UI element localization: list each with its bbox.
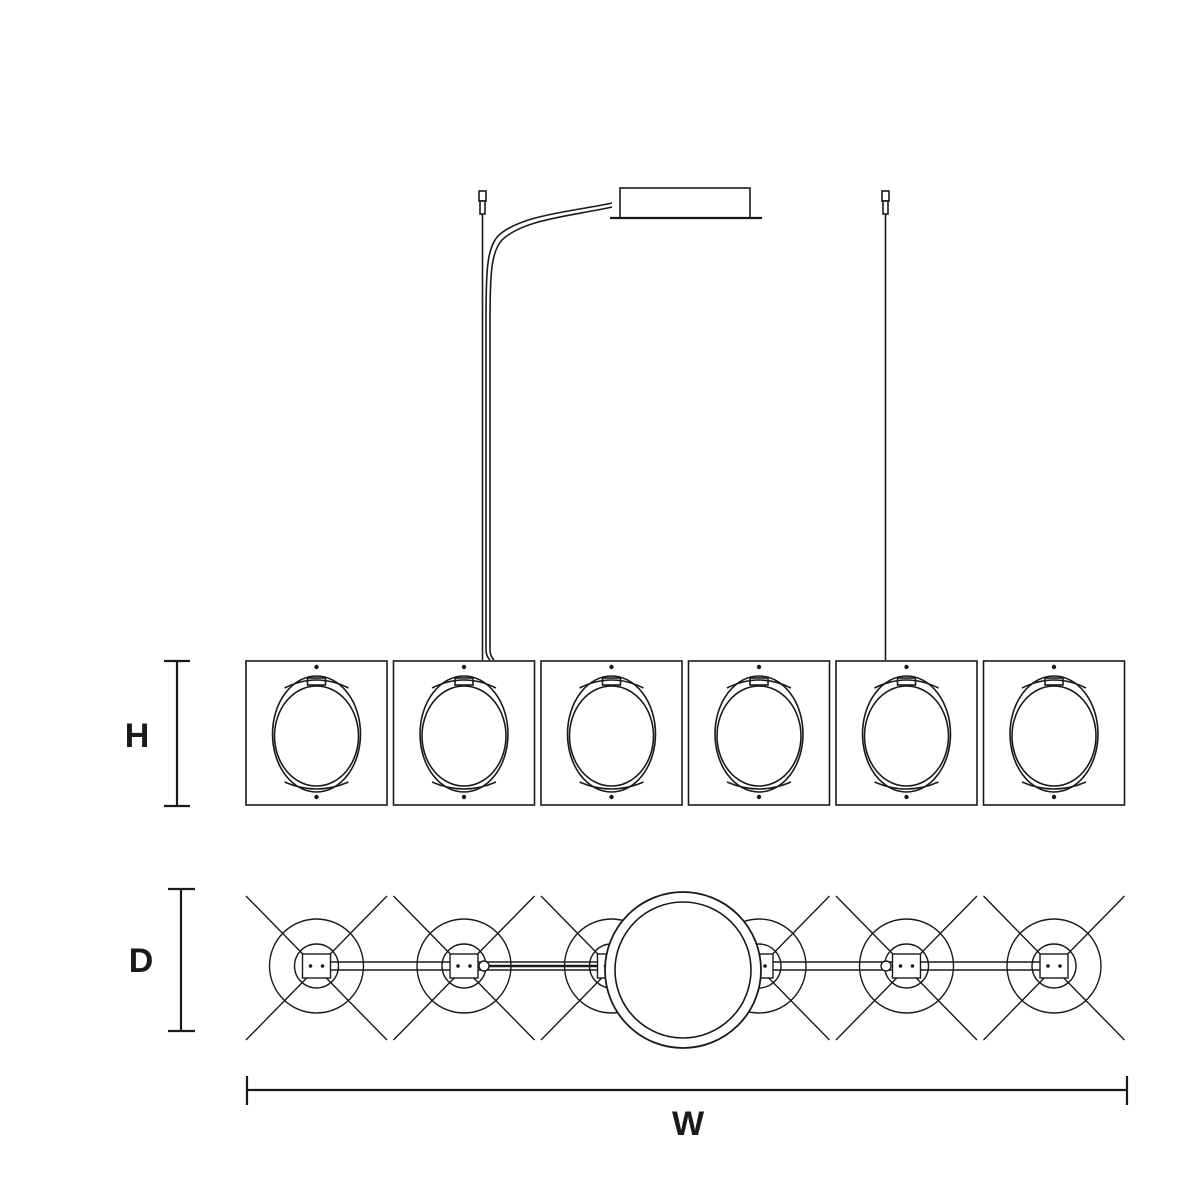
fixing-dot: [904, 664, 909, 670]
shade-outline: [416, 918, 512, 1014]
front-module: [540, 660, 683, 806]
plan-module: [245, 895, 388, 1041]
power-cord: [485, 202, 613, 661]
width-label: W: [672, 1105, 705, 1143]
fixing-dot: [1051, 794, 1057, 800]
module-frame: [982, 660, 1126, 806]
shade-bottom-edge: [431, 781, 497, 790]
depth-label: D: [129, 942, 154, 980]
outer-shade: [714, 675, 804, 793]
module-frame: [245, 660, 388, 806]
hub-screw: [308, 964, 313, 968]
shade-bottom-edge: [579, 781, 644, 790]
fixing-dot: [756, 794, 762, 800]
fixing-dot: [609, 794, 614, 800]
plan-module: [835, 895, 978, 1041]
front-module: [392, 660, 536, 806]
power-cord-inner: [489, 206, 613, 661]
socket: [306, 677, 327, 686]
hub-screw: [456, 964, 460, 968]
canopy-inner-ring: [614, 901, 752, 1039]
front-module: [245, 660, 388, 806]
hub-block: [891, 953, 922, 979]
suspension-assembly: [478, 187, 890, 661]
shade-outline: [268, 918, 365, 1014]
front-elevation: [245, 660, 1126, 806]
outer-shade: [1009, 675, 1099, 793]
hub-screw: [320, 964, 325, 968]
outer-shade: [271, 675, 362, 793]
socket: [749, 677, 769, 686]
shade-top-edge: [874, 679, 939, 689]
glass-globe: [863, 685, 950, 787]
socket: [454, 677, 474, 686]
hub-screw: [763, 964, 767, 968]
fixing-dot: [609, 664, 614, 670]
fixing-dot: [904, 794, 909, 800]
front-module: [835, 660, 978, 806]
fixing-dot: [756, 664, 762, 670]
hub-screw: [898, 964, 903, 968]
shade-bottom-edge: [1021, 781, 1087, 790]
shade-top-edge: [284, 679, 349, 689]
height-dimension: [164, 659, 190, 808]
globe-outline: [293, 943, 340, 989]
module-frame: [392, 660, 536, 806]
width-dimension: [245, 1076, 1129, 1105]
hub-screw: [1058, 964, 1062, 968]
canopy: [619, 187, 751, 219]
glass-globe: [716, 685, 802, 787]
socket: [601, 677, 622, 686]
glass-globe: [1011, 685, 1097, 787]
shade-top-edge: [726, 679, 792, 689]
outer-shade: [861, 675, 952, 793]
module-frame: [687, 660, 831, 806]
shade-outline: [858, 918, 955, 1014]
hub-screw: [468, 964, 472, 968]
plan-module: [392, 895, 536, 1041]
glass-globe: [421, 685, 507, 787]
hub-block: [449, 953, 479, 979]
shade-bottom-edge: [726, 781, 792, 790]
socket: [1044, 677, 1064, 686]
shade-top-edge: [579, 679, 644, 689]
socket: [896, 677, 917, 686]
hub-screw: [910, 964, 915, 968]
module-frame: [835, 660, 978, 806]
fixing-dot: [461, 664, 467, 670]
glass-globe: [273, 685, 360, 787]
left-ceiling-anchor: [478, 190, 487, 226]
globe-outline: [1031, 943, 1077, 989]
shade-top-edge: [431, 679, 497, 689]
fixing-dot: [314, 794, 319, 800]
cable-point-left: [478, 960, 490, 972]
right-ceiling-anchor: [881, 190, 890, 226]
glass-globe: [568, 685, 655, 787]
plan-view: [245, 891, 1126, 1049]
front-module: [687, 660, 831, 806]
cable-point-right: [880, 960, 892, 972]
hub-block: [1039, 953, 1069, 979]
shade-top-edge: [1021, 679, 1087, 689]
plan-module: [982, 895, 1126, 1041]
hub-screw: [1046, 964, 1050, 968]
hub-block: [301, 953, 332, 979]
fixing-dot: [314, 664, 319, 670]
fixing-dot: [1051, 664, 1057, 670]
outer-shade: [566, 675, 657, 793]
shade-bottom-edge: [284, 781, 349, 790]
front-module: [982, 660, 1126, 806]
fixing-dot: [461, 794, 467, 800]
outer-shade: [419, 675, 509, 793]
shade-outline: [1006, 918, 1102, 1014]
module-frame: [540, 660, 683, 806]
depth-dimension: [168, 887, 195, 1033]
height-label: H: [125, 717, 150, 755]
shade-bottom-edge: [874, 781, 939, 790]
